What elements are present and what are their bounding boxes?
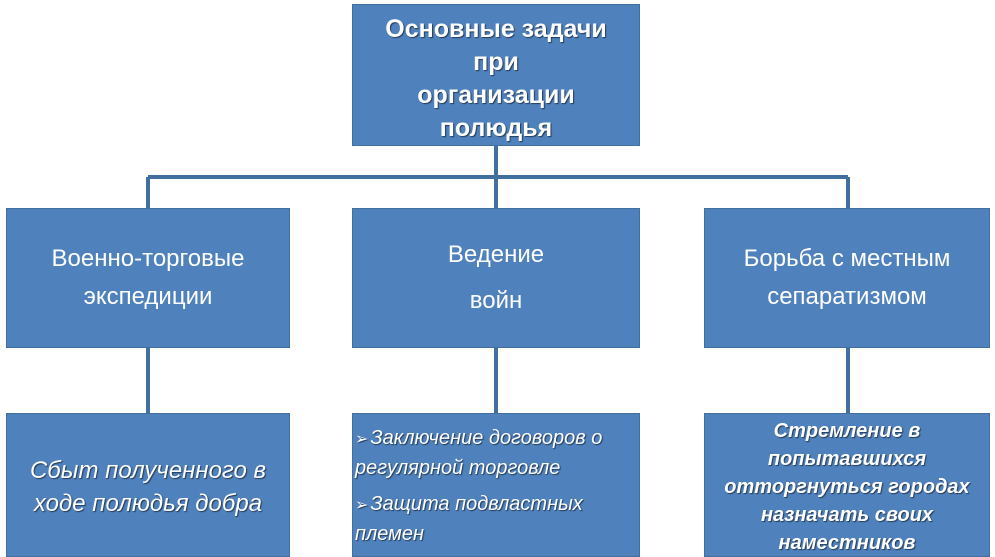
branch-military-trade-line-2: экспедиции [83, 283, 213, 310]
detail-governors-text: Стремление в попытавшихся отторгнуться г… [724, 420, 970, 554]
branch-war: Ведение войн [352, 208, 640, 348]
detail-sales: Сбыт полученного в ходе полюдья добра [6, 413, 290, 557]
arrow-bullet-icon: ➢ [355, 497, 369, 514]
branch-separatism-line-1: Борьба с местным [743, 245, 951, 272]
detail-war-tasks: ➢Заключение договоров о регулярной торго… [352, 413, 640, 557]
arrow-bullet-icon: ➢ [355, 431, 369, 448]
detail-war-item-1: ➢Заключение договоров о регулярной торго… [355, 424, 633, 482]
detail-war-item-2: ➢Защита подвластных племен [355, 490, 633, 548]
detail-sales-text: Сбыт полученного в ходе полюдья добра [29, 457, 267, 517]
root-title-line-2: организации полюдья [417, 81, 575, 142]
branch-separatism-line-2: сепаратизмом [767, 283, 927, 310]
branch-military-trade-line-1: Военно-торговые [51, 245, 245, 272]
branch-war-line-1: Ведение [447, 241, 545, 268]
root-title-line-1: Основные задачи при [385, 15, 607, 76]
detail-war-item-2-text: Защита подвластных племен [355, 493, 583, 545]
branch-war-line-2: войн [469, 287, 523, 314]
branch-separatism: Борьба с местным сепаратизмом [704, 208, 990, 348]
root-node: Основные задачи при организации полюдья [352, 4, 640, 146]
detail-governors: Стремление в попытавшихся отторгнуться г… [704, 413, 990, 557]
detail-war-list: ➢Заключение договоров о регулярной торго… [355, 424, 633, 548]
branch-military-trade: Военно-торговые экспедиции [6, 208, 290, 348]
detail-war-item-1-text: Заключение договоров о регулярной торгов… [355, 427, 603, 479]
